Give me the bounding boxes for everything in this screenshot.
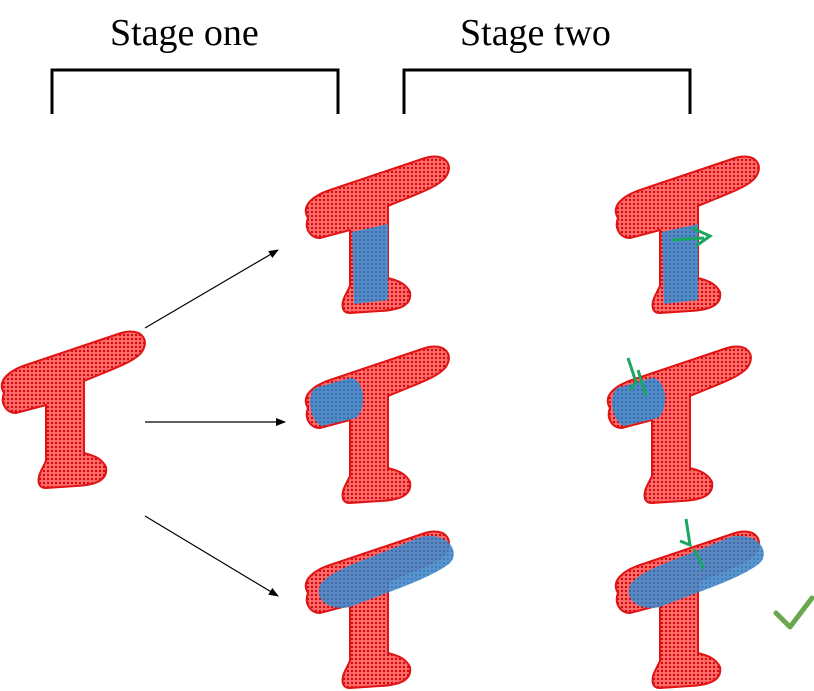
stage-two-body-grasp (614, 518, 764, 689)
stage-two-nose-grasp (606, 345, 752, 504)
stage-one-handle-fit (304, 155, 450, 314)
grasp-marker (671, 226, 714, 248)
check-icon (773, 595, 814, 630)
arrow-to-handle (144, 249, 279, 329)
stage-one-nose-fit (304, 345, 450, 504)
handle-primitive (662, 224, 698, 304)
nose-primitive (612, 378, 666, 426)
grasp-marker (679, 518, 706, 570)
handle-primitive (352, 224, 388, 304)
body-primitive (628, 535, 764, 608)
stage-one-bracket (50, 68, 340, 114)
stage-one-label: Stage one (110, 12, 259, 54)
stage-two-handle-grasp (614, 155, 760, 314)
nose-primitive (310, 378, 364, 426)
grasp-marker (626, 357, 648, 397)
stage-two-bracket (402, 68, 692, 114)
input-drill-point-cloud (0, 330, 146, 489)
arrow-to-body (144, 515, 279, 597)
body-primitive (318, 535, 454, 608)
stage-one-body-fit (304, 530, 454, 689)
stage-two-label: Stage two (460, 12, 611, 54)
